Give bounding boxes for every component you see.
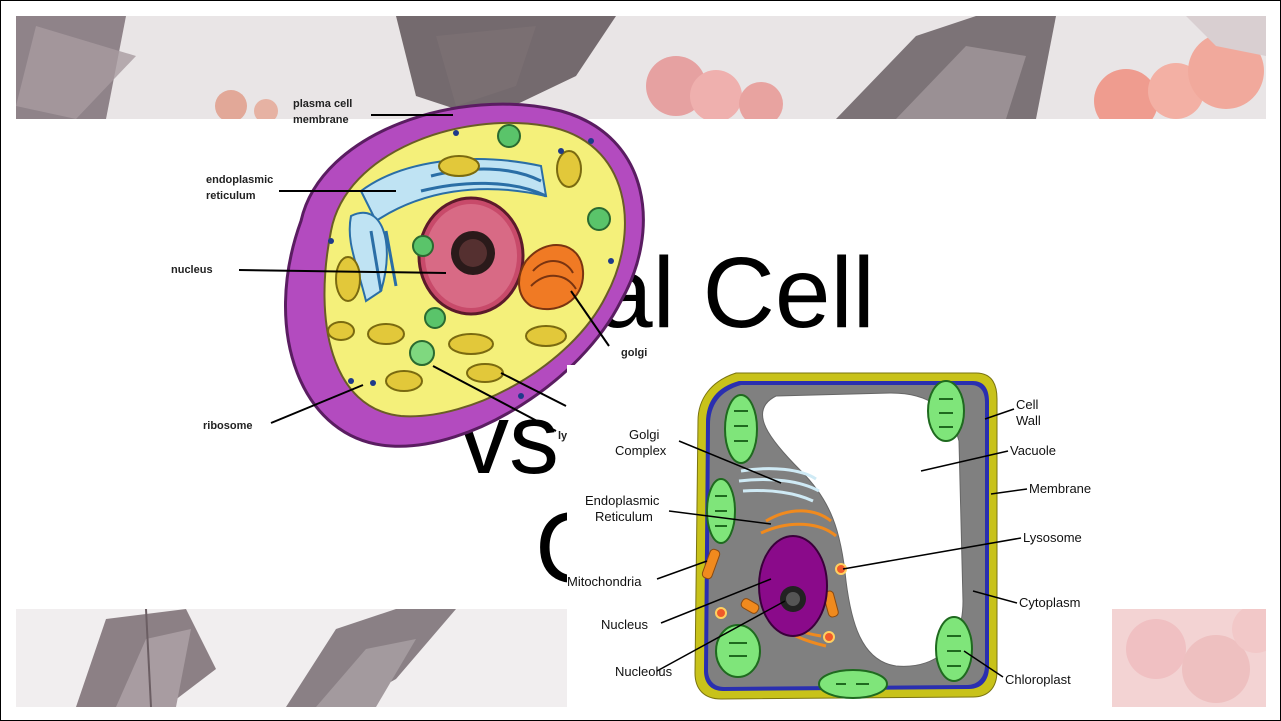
plant-cell-diagram: Golgi Complex Endoplasmic Reticulum Mito… xyxy=(567,365,1112,710)
label-cytoplasm: Cytoplasm xyxy=(1019,595,1080,610)
label-endoplasmic-reticulum: Endoplasmic xyxy=(585,493,660,508)
label-ribosome: ribosome xyxy=(203,420,253,432)
label-plasma-membrane: plasma cell xyxy=(293,98,352,110)
label-plasma-membrane-2: membrane xyxy=(293,114,349,126)
label-cell-wall-2: Wall xyxy=(1016,413,1041,428)
label-membrane: Membrane xyxy=(1029,481,1091,496)
animal-cell-diagram: plasma cell membrane endoplasmic reticul… xyxy=(171,98,647,448)
label-golgi-complex-2: Complex xyxy=(615,443,667,458)
label-endoplasmic-reticulum-2: reticulum xyxy=(206,190,256,202)
decorative-top-band xyxy=(16,16,1266,119)
label-golgi: golgi xyxy=(621,347,647,359)
label-mitochondria: Mitochondria xyxy=(567,574,642,589)
label-nucleus: Nucleus xyxy=(601,617,648,632)
label-lysosome: ly xyxy=(558,430,568,442)
label-nucleolus: Nucleolus xyxy=(615,664,673,679)
label-vacuole: Vacuole xyxy=(1010,443,1056,458)
label-chloroplast: Chloroplast xyxy=(1005,672,1071,687)
label-cell-wall: Cell xyxy=(1016,397,1039,412)
label-nucleus: nucleus xyxy=(171,264,213,276)
slide-title-line-1: al Cell xyxy=(597,237,875,349)
label-endoplasmic-reticulum: endoplasmic xyxy=(206,174,273,186)
label-lysosome: Lysosome xyxy=(1023,530,1082,545)
label-golgi-complex: Golgi xyxy=(629,427,659,442)
label-endoplasmic-reticulum-2: Reticulum xyxy=(595,509,653,524)
